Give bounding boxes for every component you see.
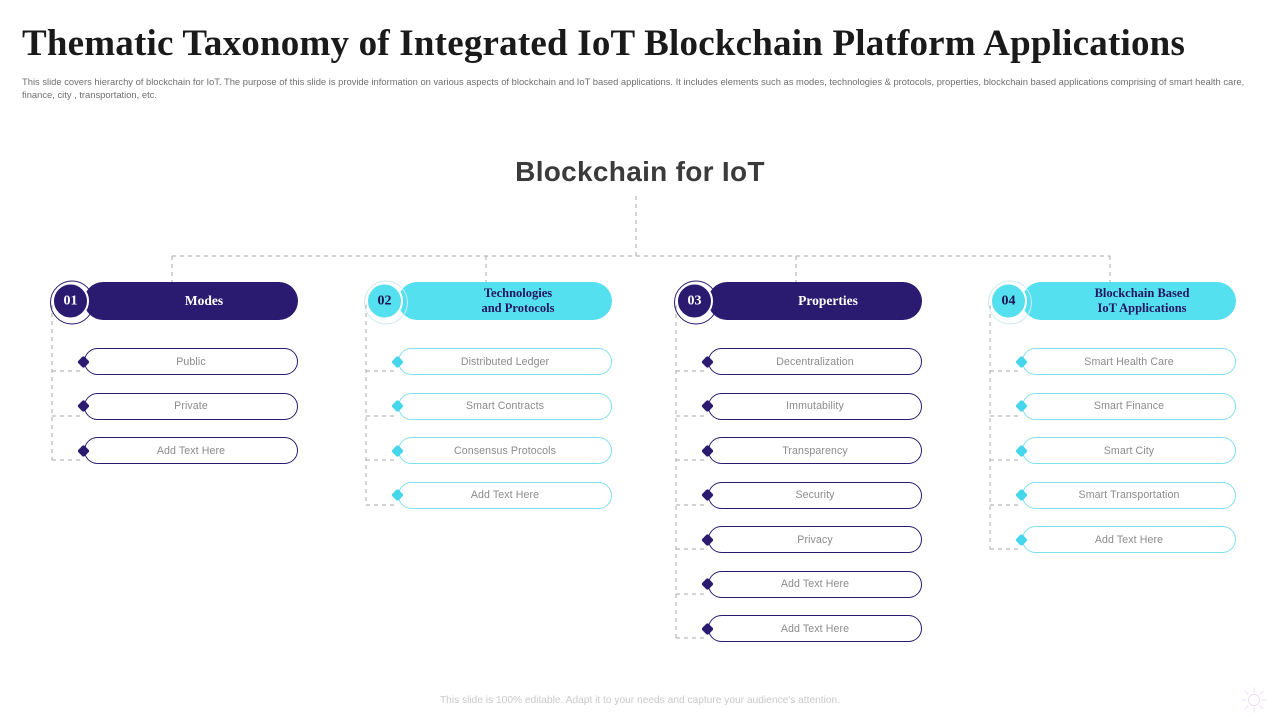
connector-dot-icon: [701, 355, 714, 368]
branch-number-badge-1: 01: [49, 280, 94, 324]
connector-dot-icon: [701, 399, 714, 413]
sun-watermark-icon: [1241, 687, 1267, 713]
list-item[interactable]: Smart Health Care: [1015, 348, 1236, 375]
list-item[interactable]: Security: [701, 481, 922, 509]
list-item-label: Transparency: [782, 444, 848, 457]
list-item[interactable]: Add Text Here: [701, 615, 922, 642]
connector-dot-icon: [1015, 533, 1028, 546]
connector-dot-icon: [1015, 355, 1028, 368]
list-item[interactable]: Add Text Here: [701, 570, 922, 598]
page-subtitle: This slide covers hierarchy of blockchai…: [22, 76, 1245, 100]
connector-dot-icon: [701, 533, 714, 546]
list-item[interactable]: Immutability: [701, 392, 922, 420]
connector-dot-icon: [1015, 488, 1028, 502]
list-item[interactable]: Transparency: [701, 437, 922, 464]
list-item-label: Consensus Protocols: [453, 444, 556, 457]
connector-dot-icon: [77, 399, 90, 413]
footer-note: This slide is 100% editable. Adapt it to…: [439, 695, 841, 706]
list-item-label: Public: [176, 355, 206, 368]
branch-header-4[interactable]: 04 Blockchain Based IoT Applications: [987, 280, 1236, 324]
list-item[interactable]: Consensus Protocols: [391, 437, 612, 464]
list-item[interactable]: Smart Finance: [1015, 392, 1236, 420]
list-item-label: Add Text Here: [156, 444, 226, 457]
list-item-label: Smart Health Care: [1084, 355, 1174, 368]
list-item-label: Immutability: [786, 400, 844, 412]
list-item[interactable]: Smart City: [1015, 437, 1236, 464]
list-item-label: Privacy: [797, 533, 833, 546]
list-item[interactable]: Private: [77, 392, 298, 420]
branch-title-4: Blockchain Based IoT Applications: [1094, 286, 1190, 315]
list-item-label: Add Text Here: [1094, 533, 1164, 546]
list-item-label: Add Text Here: [470, 489, 540, 501]
list-item-label: Smart City: [1103, 444, 1155, 457]
connector-dot-icon: [391, 355, 404, 368]
connector-dot-icon: [391, 399, 404, 413]
list-item[interactable]: Smart Transportation: [1015, 481, 1236, 509]
connector-dot-icon: [77, 444, 90, 457]
connector-dot-icon: [391, 488, 404, 502]
branch-header-1[interactable]: 01 Modes: [49, 280, 298, 324]
connector-dot-icon: [701, 444, 714, 457]
list-item[interactable]: Add Text Here: [391, 481, 612, 509]
branch-items-1: Public Private Add Text Here: [48, 348, 298, 464]
root-node-label: Blockchain for IoT: [515, 156, 765, 187]
list-item[interactable]: Public: [77, 348, 298, 375]
list-item[interactable]: Add Text Here: [1015, 526, 1236, 553]
list-item-label: Private: [174, 400, 208, 412]
list-item[interactable]: Add Text Here: [77, 437, 298, 464]
branch-header-3[interactable]: 03 Properties: [673, 280, 922, 324]
connector-dot-icon: [701, 622, 714, 635]
connector-dot-icon: [701, 488, 714, 502]
branch-column-4: 04 Blockchain Based IoT Applications Sma…: [986, 280, 1236, 571]
connector-dot-icon: [1015, 399, 1028, 413]
branch-header-2[interactable]: 02 Technologies and Protocols: [363, 280, 612, 324]
list-item-label: Add Text Here: [780, 622, 850, 635]
list-item[interactable]: Privacy: [701, 526, 922, 553]
list-item-label: Decentralization: [776, 355, 854, 368]
list-item[interactable]: Distributed Ledger: [391, 348, 612, 375]
branch-title-1: Modes: [184, 293, 224, 308]
list-item-label: Security: [795, 489, 835, 501]
connector-dot-icon: [1015, 444, 1028, 457]
page-title: Thematic Taxonomy of Integrated IoT Bloc…: [22, 23, 1186, 64]
branch-title-2: Technologies and Protocols: [481, 286, 555, 315]
branch-items-4: Smart Health Care Smart Finance Smart Ci…: [986, 348, 1236, 553]
branch-items-3: Decentralization Immutability Transparen…: [672, 348, 922, 642]
branch-items-2: Distributed Ledger Smart Contracts Conse…: [362, 348, 612, 509]
branch-title-3: Properties: [798, 293, 858, 308]
list-item-label: Smart Transportation: [1078, 489, 1180, 501]
branch-number-badge-4: 04: [987, 280, 1032, 324]
branch-column-3: 03 Properties Decentralization Immutabil…: [672, 280, 922, 660]
branch-column-1: 01 Modes Public Private Add Text Here: [48, 280, 298, 482]
list-item-label: Smart Finance: [1093, 400, 1165, 412]
list-item-label: Add Text Here: [780, 578, 850, 590]
list-item-label: Distributed Ledger: [460, 355, 550, 368]
branch-number-badge-3: 03: [673, 280, 718, 324]
branch-column-2: 02 Technologies and Protocols Distribute…: [362, 280, 612, 526]
list-item[interactable]: Decentralization: [701, 348, 922, 375]
list-item[interactable]: Smart Contracts: [391, 392, 612, 420]
connector-dot-icon: [77, 355, 90, 368]
branch-number-badge-2: 02: [363, 280, 408, 324]
connector-dot-icon: [701, 577, 714, 591]
connector-dot-icon: [391, 444, 404, 457]
list-item-label: Smart Contracts: [465, 400, 545, 412]
